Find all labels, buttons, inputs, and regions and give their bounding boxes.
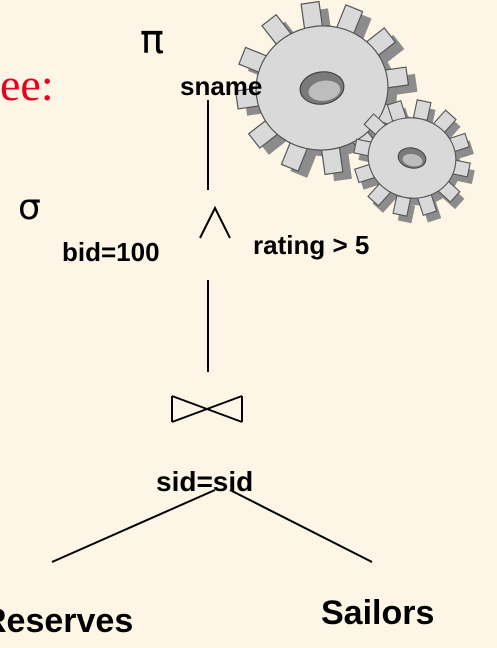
small-gear-icon (353, 99, 475, 224)
selection-symbol: σ (18, 187, 41, 228)
selection-condition-right: rating > 5 (253, 230, 370, 260)
projection-attribute: sname (180, 71, 263, 101)
relation-sailors: Sailors (321, 594, 435, 632)
selection-condition-left: bid=100 (62, 237, 160, 267)
edge-join-sailors (229, 489, 373, 563)
projection-symbol: π (140, 17, 165, 63)
gear-icon (234, 0, 418, 182)
join-condition: sid=sid (156, 466, 254, 497)
and-symbol (199, 205, 231, 239)
edge-join-reserves (51, 489, 216, 563)
slide-title-fragment: ee: (0, 59, 54, 110)
join-symbol-icon (171, 395, 243, 423)
relation-reserves: Reserves (0, 602, 134, 640)
